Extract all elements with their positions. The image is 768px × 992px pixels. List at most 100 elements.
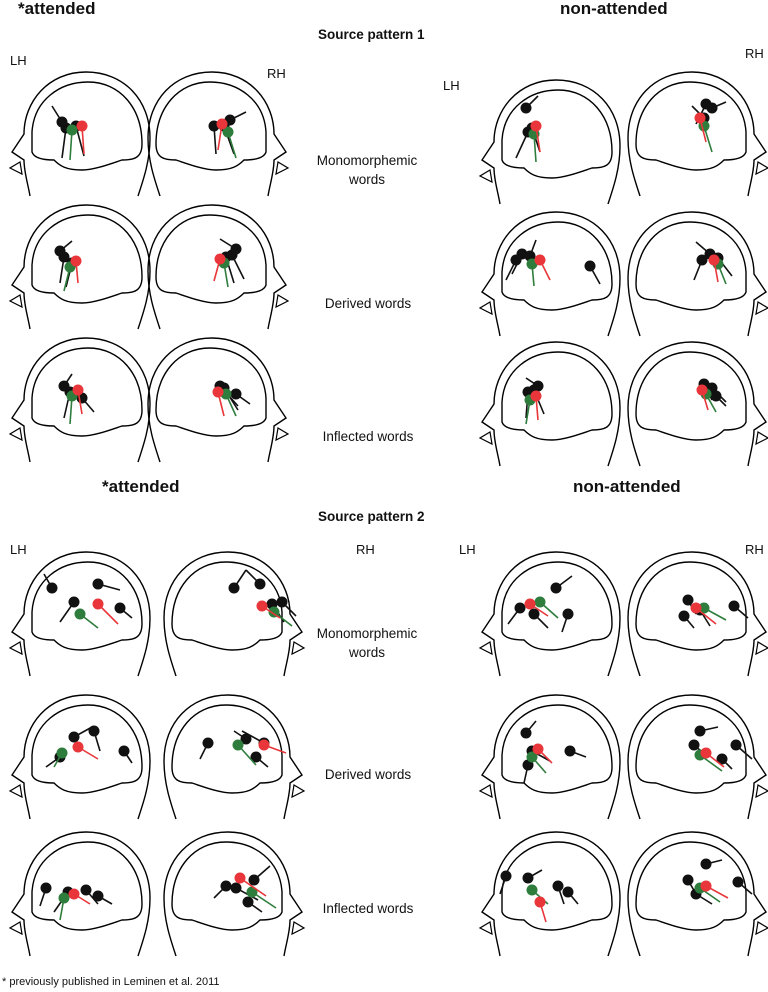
brain-outline	[635, 351, 747, 441]
black-dipole-source	[562, 886, 574, 898]
panel1-attended-rh-label: RH	[267, 66, 286, 81]
green-dipole-source	[58, 892, 70, 904]
red-dipole-source	[256, 600, 268, 612]
head-lh-view	[478, 211, 621, 337]
black-dipole-source	[678, 610, 690, 622]
panel2-nonattended-rh-label: RH	[745, 542, 764, 557]
head-rh-view	[627, 694, 768, 820]
head-outline	[163, 831, 303, 957]
black-dipole-source	[46, 582, 58, 594]
black-dipole-source	[88, 725, 100, 737]
black-dipole-source	[56, 116, 68, 128]
brain-outline	[155, 347, 267, 437]
head-rh-view	[163, 551, 306, 677]
green-dipole-source	[526, 884, 538, 896]
black-dipole-source	[68, 731, 80, 743]
black-dipole-source	[248, 874, 260, 886]
panel1-nonattended-title: non-attended	[560, 0, 668, 18]
head-outline	[481, 694, 621, 820]
black-dipole-source	[522, 872, 534, 884]
head-rh-view	[627, 71, 768, 197]
head-lh-view	[478, 831, 621, 957]
ear-outline	[8, 784, 23, 799]
ear-outline	[8, 294, 23, 309]
panel2-pattern-title: Source pattern 2	[318, 509, 425, 524]
brain-outline	[31, 704, 143, 794]
brain-outline	[171, 561, 283, 651]
red-dipole-source	[72, 741, 84, 753]
head-outline	[11, 71, 151, 197]
ear-outline	[275, 427, 290, 442]
panel1-monomorphemic-label: Monomorphemic words	[308, 151, 426, 189]
ear-outline	[291, 784, 306, 799]
black-dipole-source	[276, 596, 288, 608]
ear-outline	[275, 161, 290, 176]
black-dipole-source	[92, 890, 104, 902]
black-dipole-source	[40, 882, 52, 894]
head-outline	[481, 551, 621, 677]
black-dipole-source	[58, 380, 70, 392]
green-dipole-source	[268, 606, 280, 618]
black-dipole-source	[228, 582, 240, 594]
red-dipole-source	[214, 253, 226, 265]
ear-outline	[755, 784, 768, 799]
head-outline	[147, 204, 287, 330]
head-outline	[11, 694, 151, 820]
black-dipole-source	[230, 388, 242, 400]
ear-outline	[755, 431, 768, 446]
black-dipole-source	[114, 602, 126, 614]
panel2-nonattended-lh-label: LH	[459, 542, 476, 557]
panel2-inflected-label: Inflected words	[322, 901, 414, 916]
ear-outline	[8, 161, 23, 176]
black-dipole-source	[242, 896, 254, 908]
black-dipole-source	[564, 745, 576, 757]
head-lh-view	[478, 694, 621, 820]
head-lh-view	[8, 71, 151, 197]
head-lh-view	[8, 337, 151, 463]
green-dipole-source	[534, 596, 546, 608]
ear-outline	[275, 294, 290, 309]
brain-outline	[501, 841, 613, 931]
black-dipole-source	[682, 594, 694, 606]
black-dipole-source	[694, 725, 706, 737]
black-dipole-source	[728, 600, 740, 612]
monomorphemic-line2: words	[348, 172, 385, 187]
black-dipole-source	[202, 737, 214, 749]
black-dipole-source	[54, 245, 66, 257]
panel2-attended-lh-label: LH	[10, 542, 27, 557]
head-outline	[481, 211, 621, 337]
black-dipole-source	[710, 390, 722, 402]
green-dipole-source	[66, 124, 78, 136]
head-outline	[481, 341, 621, 467]
red-dipole-source	[72, 384, 84, 396]
black-dipole-source	[532, 380, 544, 392]
black-dipole-source	[520, 727, 532, 739]
brain-outline	[31, 347, 143, 437]
head-lh-view	[8, 551, 151, 677]
black-dipole-source	[732, 876, 744, 888]
ear-outline	[8, 921, 23, 936]
brain-outline	[635, 841, 747, 931]
red-dipole-source	[70, 255, 82, 267]
ear-outline	[755, 161, 768, 176]
ear-outline	[478, 921, 493, 936]
brain-outline	[635, 221, 747, 311]
green-dipole-source	[222, 126, 234, 138]
brain-outline	[31, 841, 143, 931]
head-lh-view	[8, 204, 151, 330]
head-outline	[627, 551, 767, 677]
head-rh-view	[627, 551, 768, 677]
black-dipole-source	[528, 608, 540, 620]
green-dipole-source	[698, 602, 710, 614]
head-outline	[11, 831, 151, 957]
head-lh-view	[478, 341, 621, 467]
brain-outline	[501, 351, 613, 441]
red-dipole-source	[524, 598, 536, 610]
black-dipole-source	[520, 102, 532, 114]
ear-outline	[755, 641, 768, 656]
head-rh-view	[163, 694, 306, 820]
head-outline	[627, 831, 767, 957]
head-rh-view	[163, 831, 306, 957]
head-outline	[11, 337, 151, 463]
